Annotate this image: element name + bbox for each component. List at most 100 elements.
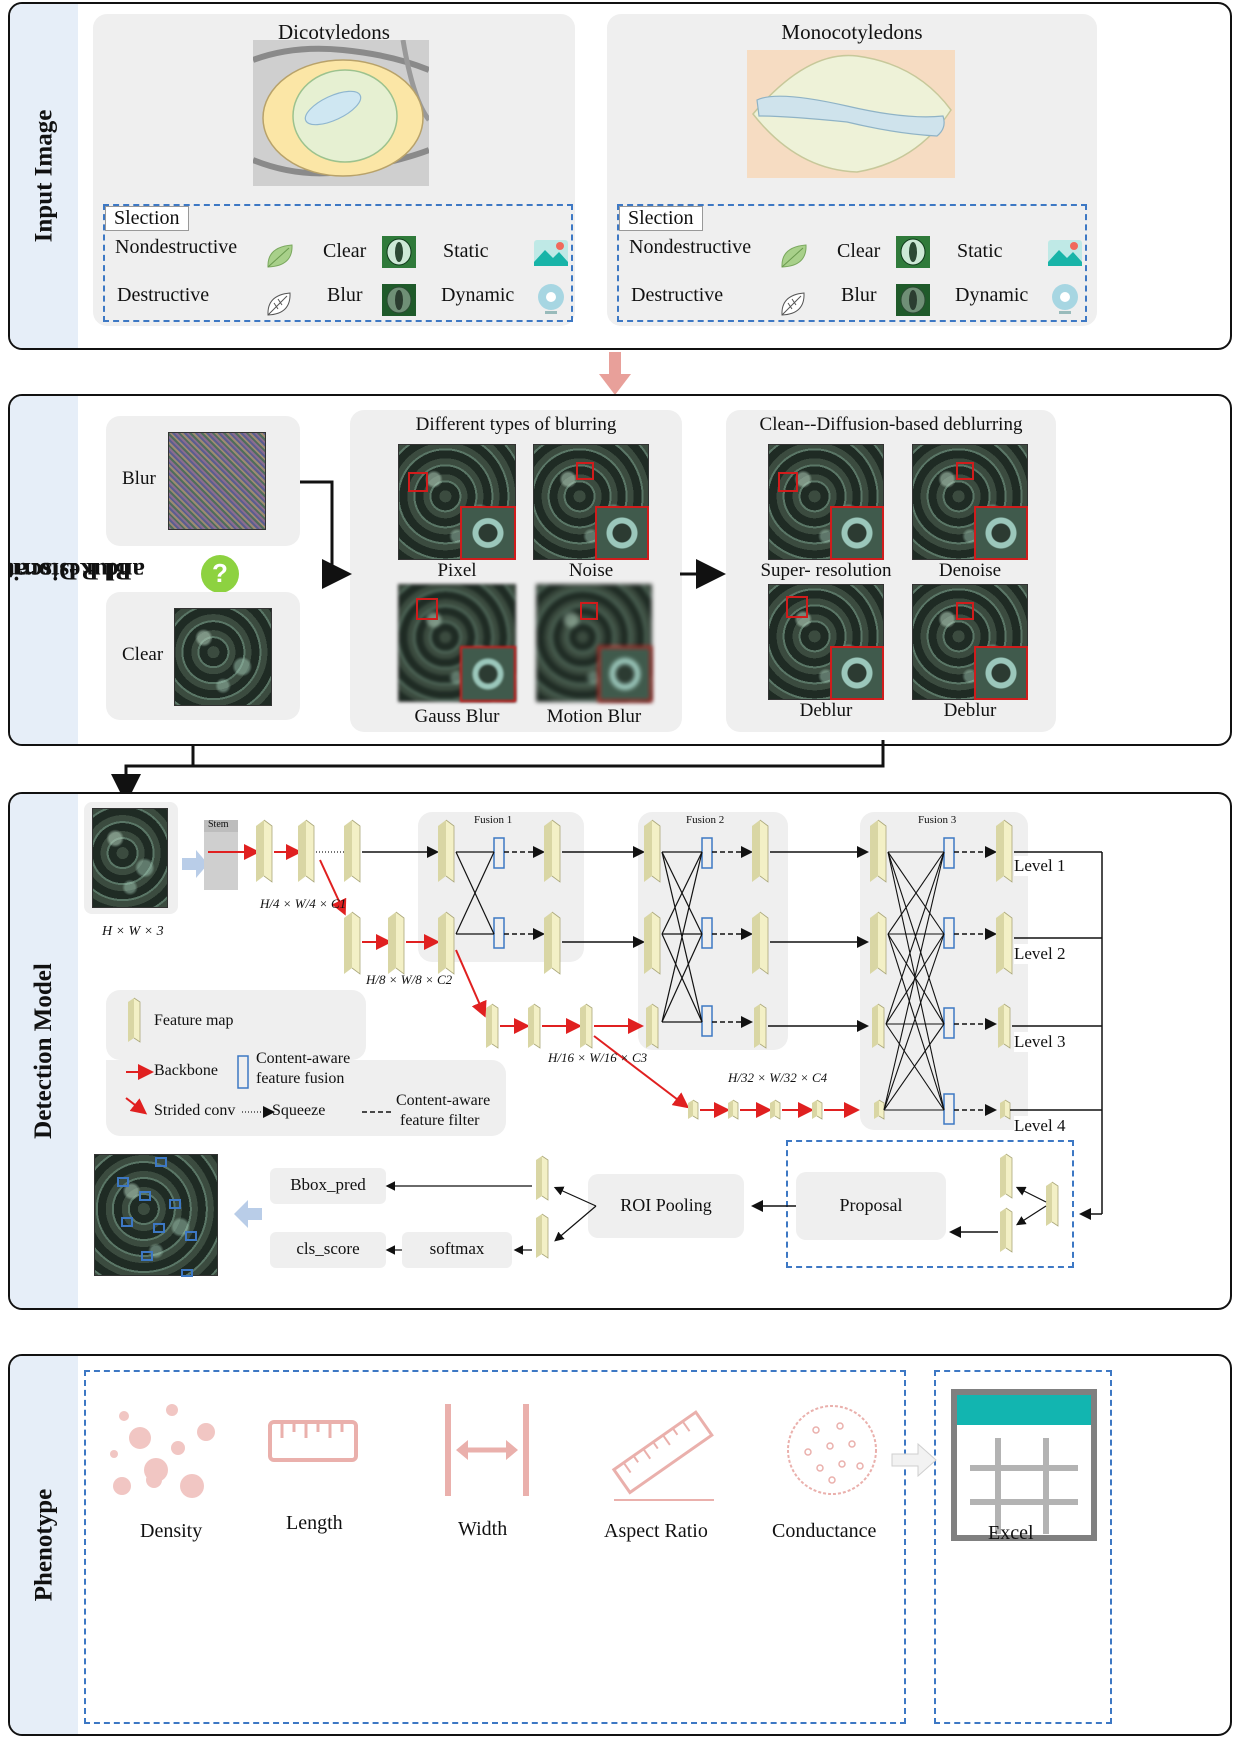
section-connector-arrows [111,740,885,802]
leaf-outline-icon [781,292,805,316]
leaf-green-icon [267,244,293,268]
superres-zoom-box [778,472,798,492]
softmax-label: softmax [429,1239,485,1258]
phenotype-dashed-box [84,1370,906,1724]
stomata-blur-icon [896,284,930,316]
dicot-clear: Clear [323,240,367,262]
gauss-label: Gauss Blur [414,706,500,727]
dims-c3: H/16 × W/16 × C3 [548,1050,648,1065]
ruler-icon [268,1420,358,1462]
blur-flow-arrows [300,480,726,589]
phenotype-length: Length [286,1512,343,1534]
dicot-static: Static [443,240,489,262]
monocot-stomata-image [747,50,955,178]
dicot-stomata-image [253,40,429,186]
legend-caff-line1: Content-aware [256,1050,351,1067]
legend-filter-line2: feature filter [400,1112,480,1129]
deblur1-inset [830,646,884,700]
dicot-destructive: Destructive [117,284,210,306]
monocot-blur: Blur [841,284,877,306]
stomata-clear-icon [896,236,930,268]
clear-input-label: Clear [122,644,164,665]
dicot-dynamic: Dynamic [441,284,515,306]
monocot-title: Monocotyledons [781,20,923,44]
stem-label: Stem [208,819,229,830]
detection-network-diagram [117,819,1103,1277]
input-image-section: Input Image Dicotyledons Slection Nondes… [8,2,1232,350]
denoise-inset [974,506,1028,560]
leaf-green-icon [781,244,807,268]
detection-input-image [92,808,168,908]
down-arrow-icon [599,352,631,395]
dims-c2: H/8 × W/8 × C2 [366,972,453,987]
input-dims: H × W × 3 [102,924,164,939]
monocot-dynamic: Dynamic [955,284,1029,306]
dicot-blur: Blur [327,284,363,306]
monocot-destructive: Destructive [631,284,724,306]
monocot-static: Static [957,240,1003,262]
aspect-ratio-icon [611,1410,714,1501]
deblur2-zoom-box [956,602,974,620]
deblur-title: Clean--Diffusion-based deblurring [759,414,1023,435]
excel-label: Excel [988,1522,1034,1544]
detection-sidebar [10,794,78,1308]
question-mark: ? [212,558,228,588]
fusion1-label: Fusion 1 [474,814,513,826]
gauss-zoom-box [416,598,438,620]
monocot-clear: Clear [837,240,881,262]
denoise-label: Denoise [938,560,1002,581]
dims-c1: H/4 × W/4 × C1 [260,896,347,911]
detection-section: Detection Model H × W × 3 Fusion 1 Fusio… [8,792,1232,1310]
proposal-label: Proposal [839,1195,903,1215]
noise-label: Noise [568,560,614,581]
legend-filter-line1: Content-aware [396,1092,491,1109]
fusion3-label: Fusion 3 [918,814,957,826]
dicot-selection-box [103,204,573,322]
deblur2-label: Deblur [943,700,997,721]
deblur1-zoom-box [786,596,808,618]
blur-section: Blur Discriminatorand Restoration Blur ?… [8,394,1232,746]
motion-inset [598,646,652,702]
video-disc-icon [1052,284,1078,314]
roi-pooling-box [588,1174,744,1238]
phenotype-conductance: Conductance [772,1520,877,1542]
dims-c4: H/32 × W/32 × C4 [728,1070,828,1085]
question-icon [201,555,239,593]
detection-output-image [94,1154,218,1276]
bbox-pred-label: Bbox_pred [290,1175,366,1194]
legend-feature-map: Feature map [154,1012,234,1029]
dicot-nondestructive: Nondestructive [115,236,238,258]
gauss-inset [460,646,516,702]
deblur2-inset [974,646,1028,700]
phenotype-sidebar [10,1356,78,1734]
blur-noise-image [168,432,266,530]
leaf-outline-icon [267,292,291,316]
stomata-blur-icon [382,284,416,316]
legend-squeeze: Squeeze [272,1102,326,1119]
legend-caff-line2: feature fusion [256,1070,345,1087]
conductance-icon [787,1405,877,1495]
pixel-zoom-box [408,472,428,492]
pixel-inset [460,506,516,560]
cls-score-box [270,1232,386,1268]
level4-label: Level 4 [1014,1116,1066,1136]
deblur1-label: Deblur [799,700,853,721]
phenotype-width: Width [458,1518,508,1540]
cls-score-label: cls_score [296,1239,360,1258]
noise-inset [595,506,649,560]
fusion2-label: Fusion 2 [686,814,725,826]
blur-sidebar [10,396,78,744]
blur-input-label: Blur [122,468,156,489]
motion-zoom-box [580,602,598,620]
level3-label: Level 3 [1014,1032,1066,1052]
noise-zoom-box [576,462,594,480]
monocot-selection-box [617,204,1087,322]
monocot-panel: Monocotyledons Slection Nondestructive D… [607,14,1097,326]
input-image-sidebar [10,4,78,348]
image-icon [534,240,568,266]
right-arrow-icon [891,1442,937,1478]
motion-label: Motion Blur [546,706,642,727]
phenotype-aspect-ratio: Aspect Ratio [604,1520,708,1542]
clear-stomata-image [174,608,272,706]
phenotype-title: Phenotype [30,1488,57,1602]
